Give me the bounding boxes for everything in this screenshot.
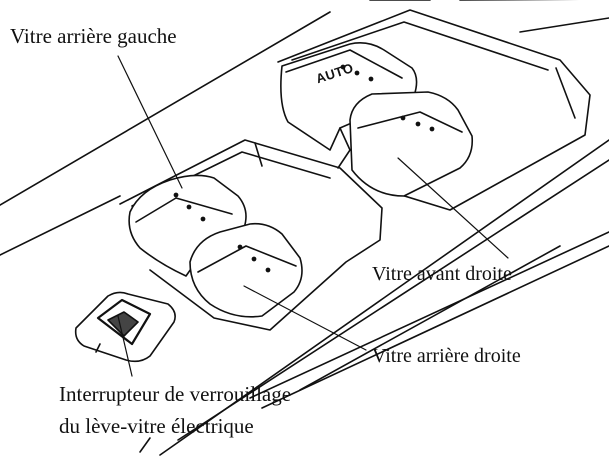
leader-front-right (397, 157, 509, 259)
front-switch-bezel (277, 9, 591, 211)
leader-rear-right (243, 285, 367, 351)
label-window-lock-line1: Interrupteur de verrouillage (59, 382, 292, 406)
rear-right-switch (189, 222, 303, 318)
window-lock-switch (74, 291, 176, 363)
label-rear-left-window: Vitre arrière gauche (10, 24, 177, 48)
label-front-right-window: Vitre avant droite (372, 263, 512, 285)
auto-window-switch (280, 42, 418, 169)
leader-lock-switch (117, 315, 133, 377)
label-window-lock-line2: du lève-vitre électrique (59, 414, 254, 438)
leader-rear-left (117, 55, 183, 189)
label-rear-right-window: Vitre arrière droite (372, 345, 521, 367)
leader-lines (117, 55, 509, 377)
front-right-switch (340, 64, 474, 197)
rear-left-switch (128, 174, 247, 277)
